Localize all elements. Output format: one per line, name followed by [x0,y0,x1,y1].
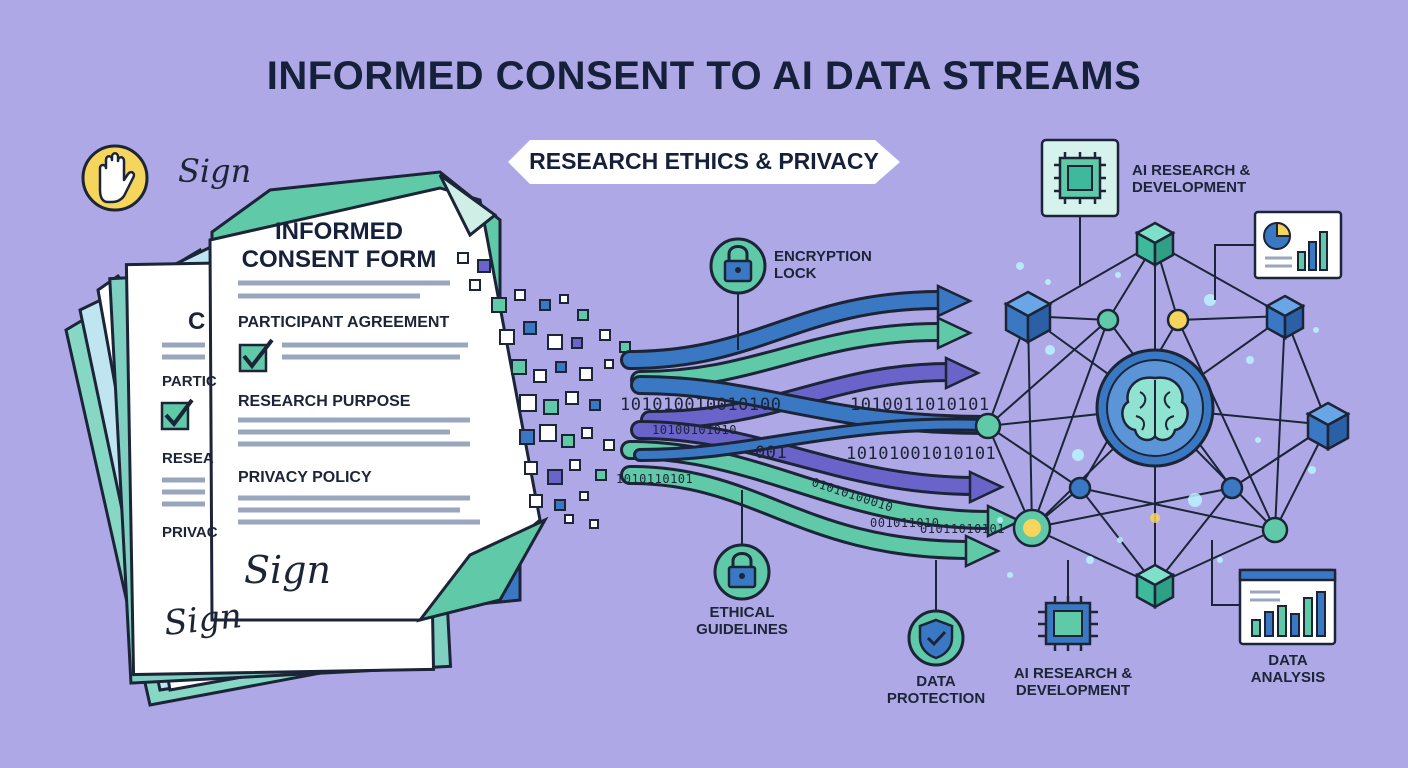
back-form-title: C [188,308,206,335]
raised-hand-icon [81,144,149,212]
subtitle-tag [508,140,900,184]
glow-particles [997,262,1319,578]
stream-arrowheads [936,284,1023,568]
binary-stream-5: 1010011010101 [850,395,990,415]
binary-stream-2: 10100101010 [652,423,737,437]
binary-stream-9: 01011010101 [920,522,1005,536]
callout-connectors [737,216,1255,612]
bar-chart-icon [1238,568,1337,646]
shield-check-icon [907,609,965,667]
form-title-line-2: CONSENT FORM [241,245,437,273]
ethical-lock-icon [713,543,771,601]
back-form-section-2: RESEA [162,450,214,467]
callout-ai-top-line-1: AI RESEARCH & [1132,162,1251,179]
data-streams [620,290,1000,560]
callout-analysis: DATA ANALYSIS [1238,652,1338,687]
binary-stream-8: 001011010 [870,516,940,530]
callout-analysis-line-2: ANALYSIS [1250,669,1326,687]
back-form-signature: Sign [162,596,244,644]
page-title: INFORMED CONSENT TO AI DATA STREAMS [266,54,1142,98]
callout-protection-line-2: PROTECTION [886,690,986,708]
form-section-participant: PARTICIPANT AGREEMENT [238,314,450,331]
binary-stream-1: 1010100100101 [620,395,760,415]
callout-ai-top: AI RESEARCH & DEVELOPMENT [1132,162,1250,197]
back-form-section-3: PRIVAC [162,524,218,541]
chip-icon-bottom [1038,596,1098,651]
callout-encryption-line-2: LOCK [774,265,817,283]
consent-form-page [208,170,549,623]
form-signature: Sign [244,548,331,592]
pixel-fragments [457,252,631,529]
form-section-purpose: RESEARCH PURPOSE [238,393,411,410]
network-nodes [974,308,1289,548]
callout-ethical-line-1: ETHICAL [709,604,775,621]
callout-ai-bottom-line-1: AI RESEARCH & [1013,665,1133,682]
callout-ai-bottom: AI RESEARCH & DEVELOPMENT [1008,665,1138,700]
ai-brain-hub [1095,348,1215,468]
encryption-lock-icon [709,237,767,295]
callout-encryption: ENCRYPTION LOCK [774,248,872,283]
callout-ai-top-line-2: DEVELOPMENT [1132,179,1247,197]
network-cubes [1003,221,1351,610]
callout-analysis-line-1: DATA [1268,652,1308,669]
form-section-privacy: PRIVACY POLICY [238,469,372,486]
callout-encryption-line-1: ENCRYPTION [774,248,872,265]
chip-icon [1040,138,1120,218]
callout-ethical-line-2: GUIDELINES [696,621,788,639]
signature-top: Sign [178,152,252,190]
binary-stream-6: 10101001010101 [846,444,997,464]
back-form-section-1: PARTIC [162,373,217,390]
callout-protection-line-1: DATA [916,673,956,690]
callout-ai-bottom-line-2: DEVELOPMENT [1015,682,1131,700]
form-title: INFORMED CONSENT FORM [226,218,452,273]
subtitle: RESEARCH ETHICS & PRIVACY [529,148,879,174]
pie-bar-chart-icon [1253,210,1343,280]
binary-stream-3: 1010110101 [616,472,694,486]
callout-protection: DATA PROTECTION [876,673,996,708]
form-title-line-1: INFORMED [275,218,403,245]
binary-stream-1b: 00 [760,395,782,415]
callout-ethical: ETHICAL GUIDELINES [684,604,800,639]
binary-stream-4: 001 [755,443,788,463]
